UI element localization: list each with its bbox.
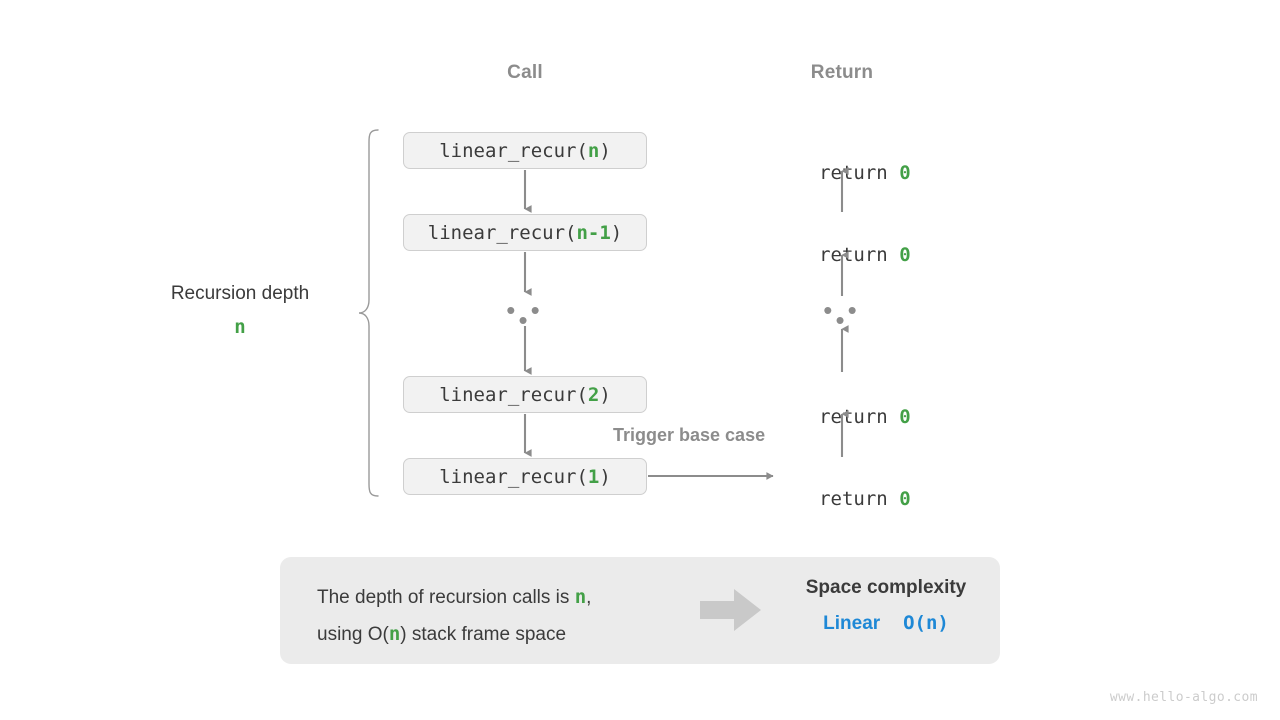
call-frame-suffix: ) (599, 383, 611, 406)
call-frame-suffix: ) (610, 221, 623, 244)
trigger-base-case-label: Trigger base case (613, 425, 766, 445)
summary-description: The depth of recursion calls is n, using… (317, 579, 591, 653)
call-column-ellipsis: • • • (506, 295, 544, 335)
return-keyword: return (819, 406, 900, 428)
summary-line2-highlight: n (388, 623, 401, 645)
recursion-depth-text: Recursion depth (170, 283, 310, 304)
complexity-word: Linear (823, 613, 881, 634)
call-frame-box[interactable]: linear_recur(1) (403, 458, 647, 495)
complexity-notation: O(n) (880, 612, 949, 634)
recursion-depth-brace (356, 128, 382, 498)
summary-line1-highlight: n (574, 586, 587, 608)
call-frame-arg: 1 (587, 465, 600, 488)
call-frame-box[interactable]: linear_recur(n-1) (403, 214, 647, 251)
call-frame-prefix: linear_recur( (427, 221, 577, 244)
recursion-depth-label: Recursion depth n (140, 284, 340, 337)
call-frame-box[interactable]: linear_recur(2) (403, 376, 647, 413)
call-frame-box[interactable]: linear_recur(n) (403, 132, 647, 169)
return-statement: return 0 (742, 222, 942, 288)
return-keyword: return (819, 488, 900, 510)
return-value: 0 (899, 488, 911, 510)
return-value: 0 (899, 244, 911, 266)
column-header-call: Call (507, 62, 543, 83)
return-value: 0 (899, 406, 911, 428)
site-watermark: www.hello-algo.com (1109, 690, 1258, 705)
summary-line-1: The depth of recursion calls is n, (317, 579, 591, 616)
return-column-ellipsis: • • • (823, 295, 861, 335)
call-frame-arg: 2 (587, 383, 600, 406)
return-keyword: return (819, 244, 900, 266)
call-frame-arg: n-1 (576, 221, 611, 244)
return-statement: return 0 (742, 384, 942, 450)
summary-line2-text-b: ) stack frame space (400, 624, 567, 645)
call-frame-suffix: ) (599, 139, 611, 162)
summary-line1-text-b: , (586, 587, 592, 608)
summary-line-2: using O(n) stack frame space (317, 616, 591, 653)
return-keyword: return (819, 162, 900, 184)
return-statement: return 0 (742, 466, 942, 532)
summary-panel: The depth of recursion calls is n, using… (280, 557, 1000, 664)
call-frame-prefix: linear_recur( (439, 139, 588, 162)
recursion-depth-value: n (234, 316, 246, 338)
summary-line2-text-a: using O( (317, 624, 389, 645)
call-frame-prefix: linear_recur( (439, 465, 588, 488)
space-complexity-title: Space complexity (805, 577, 967, 598)
space-complexity-value: Linear O(n) (772, 612, 1000, 635)
call-frame-prefix: linear_recur( (439, 383, 588, 406)
return-statement: return 0 (742, 140, 942, 206)
summary-implies-arrow (698, 585, 764, 635)
column-header-return: Return (810, 62, 874, 83)
summary-result: Space complexity Linear O(n) (772, 577, 1000, 635)
summary-line1-text-a: The depth of recursion calls is (317, 587, 575, 608)
call-frame-arg: n (587, 139, 600, 162)
return-value: 0 (899, 162, 911, 184)
call-frame-suffix: ) (599, 465, 611, 488)
